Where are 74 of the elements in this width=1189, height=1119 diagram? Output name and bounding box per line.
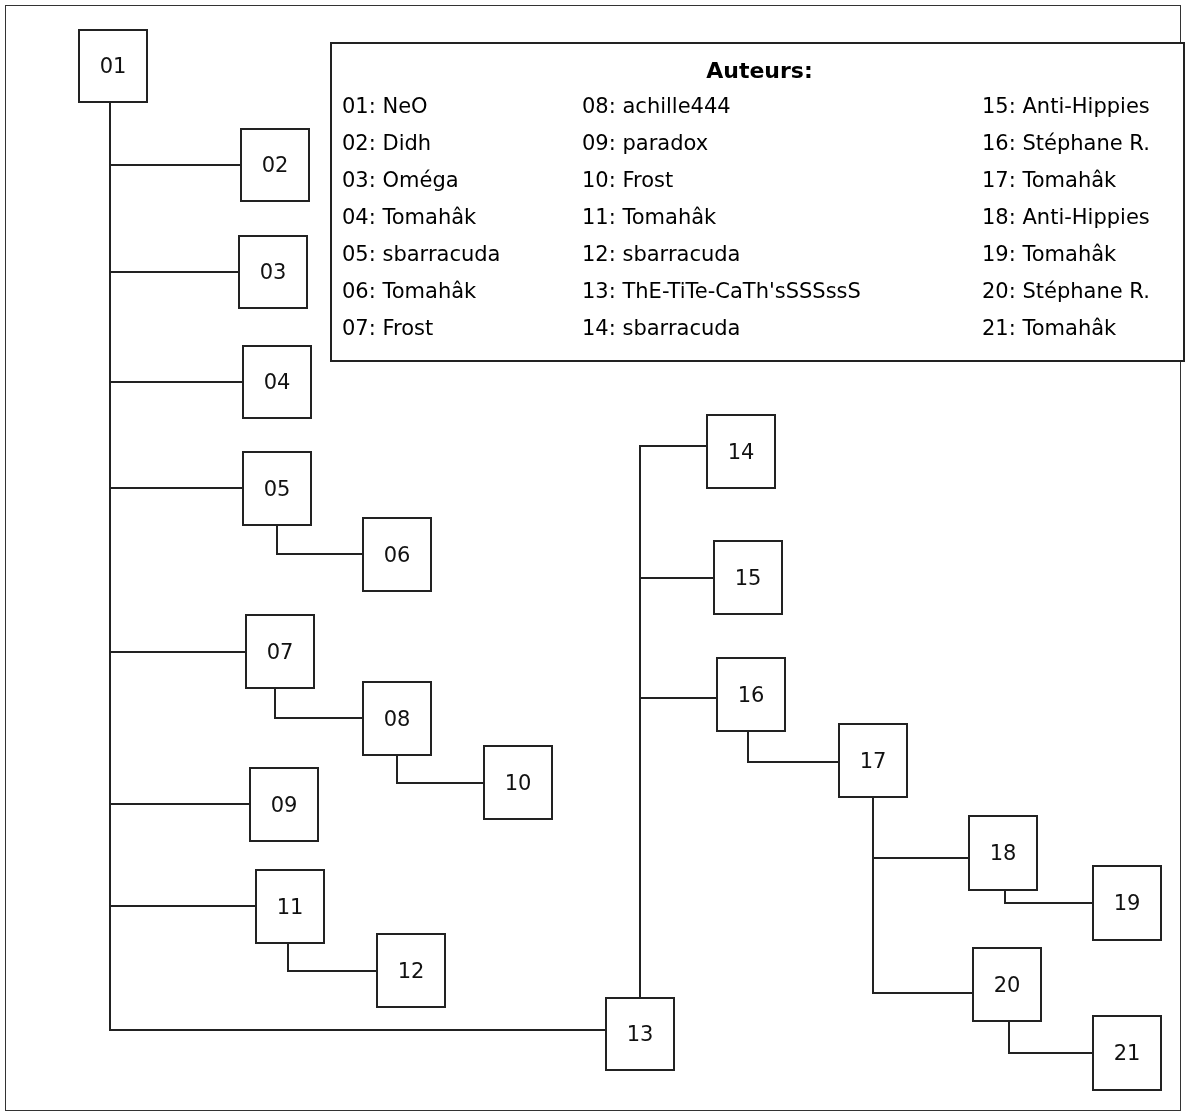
key-entry: 14: sbarracuda	[582, 315, 742, 340]
node-label: 14	[727, 439, 755, 464]
key-entry: 11: Tomahâk	[582, 204, 718, 229]
connector-line	[287, 943, 377, 972]
node-box	[376, 933, 446, 1008]
node-box	[483, 745, 553, 820]
node-label: 13	[626, 1022, 654, 1046]
key-entry: 21: Tomahâk	[982, 315, 1118, 340]
node-box	[706, 414, 776, 489]
node-label: 16	[737, 682, 765, 707]
key-entry: 18: Anti-Hippies	[982, 204, 1151, 229]
key-entry: 17: Tomahâk	[982, 167, 1118, 192]
node-label: 15	[734, 565, 762, 590]
node-box	[362, 517, 432, 592]
node-box	[972, 947, 1042, 1022]
connector-line	[872, 797, 973, 994]
node-label: 03	[259, 260, 287, 284]
node-box	[838, 723, 908, 798]
key-entry: 06: Tomahâk	[342, 278, 478, 303]
node-box	[249, 767, 319, 842]
node-label: 17	[859, 748, 887, 773]
key-entry: 04: Tomahâk	[342, 204, 478, 229]
connector-line	[396, 755, 484, 784]
node-label: 19	[1113, 891, 1141, 915]
node-box	[255, 869, 325, 944]
connector-line	[747, 731, 839, 763]
key-entry: 19: Tomahâk	[982, 241, 1118, 266]
key-entry: 08: achille444	[582, 93, 732, 118]
node-box	[1092, 1015, 1162, 1091]
key-entry: 07: Frost	[342, 315, 435, 340]
node-label: 04	[263, 370, 291, 394]
node-box	[1092, 865, 1162, 941]
node-label: 02	[261, 153, 289, 177]
key-entry: 03: Oméga	[342, 167, 460, 192]
key-entry: 05: sbarracuda	[342, 241, 502, 266]
connector-line	[276, 525, 363, 555]
key-title: Auteurs:	[705, 58, 814, 83]
connector-line	[1004, 890, 1093, 904]
node-label: 18	[989, 841, 1017, 865]
connector-line	[274, 688, 363, 719]
key-entry: 13: ThE-TiTe-CaTh'sSSSssS	[582, 278, 862, 303]
key-entry: 10: Frost	[582, 167, 675, 192]
node-box	[242, 451, 312, 526]
node-label: 10	[504, 770, 532, 795]
node-box	[716, 657, 786, 732]
node-label: 21	[1113, 1041, 1141, 1065]
node-box	[240, 128, 310, 202]
key-entry: 16: Stéphane R.	[982, 130, 1151, 155]
node-box	[605, 997, 675, 1071]
key-entry: 09: paradox	[582, 130, 710, 155]
node-box	[78, 29, 148, 103]
node-label: 20	[993, 972, 1021, 997]
author-key-panel	[330, 42, 1185, 362]
node-box	[362, 681, 432, 756]
key-entry: 15: Anti-Hippies	[982, 93, 1151, 118]
key-entry: 01: NeO	[342, 93, 429, 118]
key-entry: 20: Stéphane R.	[982, 278, 1151, 303]
node-label: 12	[397, 958, 425, 983]
connector-line	[639, 697, 717, 998]
node-box	[242, 345, 312, 419]
node-label: 05	[263, 476, 291, 501]
node-label: 07	[266, 639, 294, 664]
node-label: 01	[99, 54, 127, 78]
connector-line	[1008, 1021, 1093, 1054]
node-box	[968, 815, 1038, 891]
key-entry: 02: Didh	[342, 130, 433, 155]
key-entry: 12: sbarracuda	[582, 241, 742, 266]
node-label: 09	[270, 792, 298, 817]
node-label: 11	[276, 894, 304, 919]
node-box	[238, 235, 308, 309]
node-box	[245, 614, 315, 689]
node-box	[713, 540, 783, 615]
node-label: 08	[383, 706, 411, 731]
node-label: 06	[383, 542, 411, 567]
